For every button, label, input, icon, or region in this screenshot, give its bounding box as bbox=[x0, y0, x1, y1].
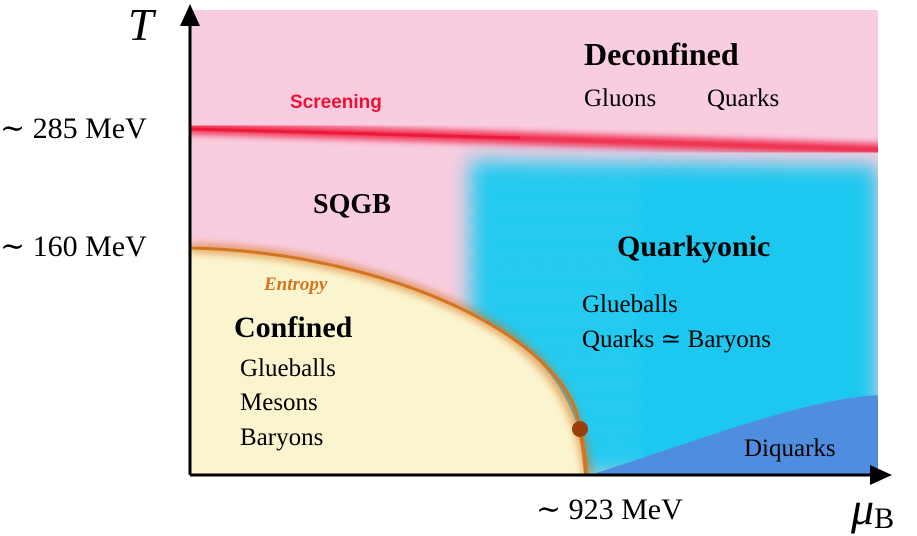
confined-item-glueballs: Glueballs bbox=[240, 355, 336, 382]
deconfined-item-gluons: Gluons bbox=[584, 85, 656, 112]
x-axis-subscript: B bbox=[874, 502, 894, 535]
deconfined-item-quarks: Quarks bbox=[707, 85, 779, 112]
entropy-label: Entropy bbox=[263, 274, 328, 295]
diquarks-region bbox=[590, 395, 878, 475]
x-tick-923: ∼ 923 MeV bbox=[536, 493, 683, 526]
quarkyonic-item-glueballs: Glueballs bbox=[582, 291, 678, 318]
entropy-boundary bbox=[190, 246, 582, 431]
y-tick-285: ∼ 285 MeV bbox=[0, 112, 147, 145]
x-axis-arrow bbox=[870, 465, 892, 485]
y-axis-symbol: T bbox=[128, 0, 157, 50]
critical-point bbox=[572, 421, 588, 437]
quarkyonic-item-quarks-baryons: Quarks ≃ Baryons bbox=[582, 326, 771, 353]
screening-label: Screening bbox=[290, 92, 382, 113]
confined-item-mesons: Mesons bbox=[240, 389, 318, 416]
diquarks-title: Diquarks bbox=[744, 435, 836, 462]
x-axis-symbol: μB bbox=[850, 483, 894, 535]
y-axis-arrow bbox=[180, 4, 200, 26]
quarkyonic-title: Quarkyonic bbox=[617, 230, 770, 263]
y-tick-160: ∼ 160 MeV bbox=[0, 230, 147, 263]
confined-title: Confined bbox=[234, 311, 353, 344]
confined-region bbox=[190, 248, 588, 475]
confined-item-baryons: Baryons bbox=[240, 424, 323, 451]
sqgb-title: SQGB bbox=[313, 189, 391, 220]
screening-boundary-core bbox=[190, 127, 521, 140]
deconfined-title: Deconfined bbox=[584, 36, 739, 72]
